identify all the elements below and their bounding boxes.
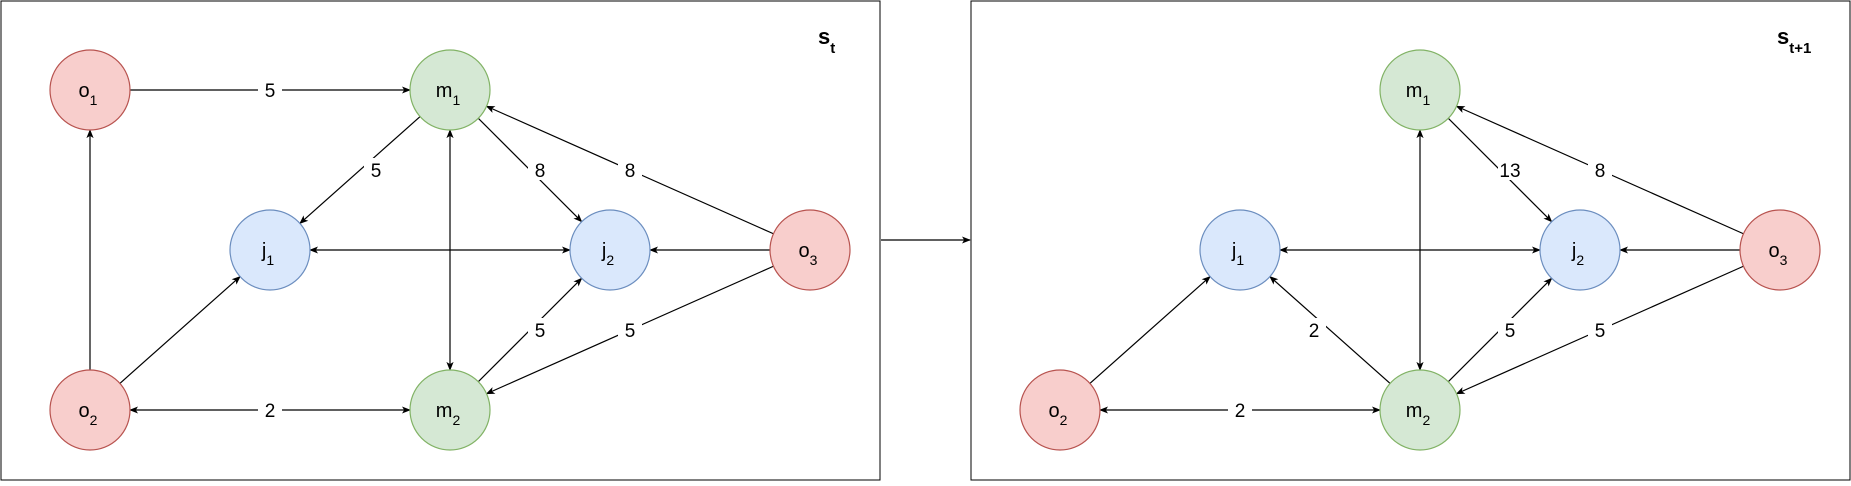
node-j1: j1 bbox=[1199, 209, 1281, 291]
edge-weight-label: 2 bbox=[1235, 401, 1246, 422]
node-circle bbox=[569, 209, 651, 291]
node-label: j2 bbox=[601, 240, 614, 268]
node-circle bbox=[49, 49, 131, 131]
edge-label-bg bbox=[364, 158, 388, 180]
panel-title: st+1 bbox=[1777, 24, 1811, 57]
edge-weight-label: 5 bbox=[535, 321, 546, 342]
node-label: j1 bbox=[1231, 240, 1244, 268]
edge-weight-label: 8 bbox=[1595, 161, 1606, 182]
panel-edges: 13 8 2 2 5 5 bbox=[1089, 105, 1744, 422]
node-o1: o1 bbox=[49, 49, 131, 131]
panel-nodes: m1 j1 j2 o3 o2 m2 bbox=[1019, 49, 1821, 451]
node-circle bbox=[769, 209, 851, 291]
panel-frame bbox=[970, 0, 1851, 481]
node-label: j2 bbox=[1571, 240, 1584, 268]
node-label: o1 bbox=[79, 80, 98, 108]
panel-state-t: 5 5 8 8 2 5 5 o1 m1 j1 j2 o3 o2 m2 st bbox=[0, 0, 881, 481]
edge-weight-label: 5 bbox=[265, 81, 276, 102]
edge-weight-label: 8 bbox=[625, 161, 636, 182]
node-o3: o3 bbox=[769, 209, 851, 291]
node-label: m2 bbox=[436, 400, 461, 428]
node-circle bbox=[1739, 209, 1821, 291]
node-m2: m2 bbox=[1379, 369, 1461, 451]
node-label: j1 bbox=[261, 240, 274, 268]
panel-title: st bbox=[818, 24, 835, 57]
edge-m1-j1 bbox=[299, 116, 421, 225]
edge-label-bg bbox=[258, 398, 282, 420]
node-circle bbox=[1379, 369, 1461, 451]
edge-weight-label: 2 bbox=[265, 401, 276, 422]
edge-label-bg bbox=[1588, 318, 1612, 340]
edge-label-bg bbox=[1498, 158, 1522, 180]
edge-label-bg bbox=[1588, 158, 1612, 180]
edge-label-bg bbox=[258, 78, 282, 100]
edge-label-bg bbox=[1302, 318, 1326, 340]
edge-weight-label: 8 bbox=[535, 161, 546, 182]
panel-frame bbox=[0, 0, 881, 481]
node-o2: o2 bbox=[1019, 369, 1101, 451]
edge-o2-j1 bbox=[1089, 275, 1211, 384]
edge-label-bg bbox=[1498, 318, 1522, 340]
edge-weight-label: 2 bbox=[1309, 321, 1320, 342]
node-m1: m1 bbox=[1379, 49, 1461, 131]
panel-nodes: o1 m1 j1 j2 o3 o2 m2 bbox=[49, 49, 851, 451]
node-circle bbox=[1539, 209, 1621, 291]
node-j2: j2 bbox=[569, 209, 651, 291]
node-m2: m2 bbox=[409, 369, 491, 451]
edge-weight-label: 5 bbox=[1505, 321, 1516, 342]
edge-weight-label: 5 bbox=[625, 321, 636, 342]
panel-edges: 5 5 8 8 2 5 5 bbox=[86, 78, 774, 422]
node-circle bbox=[1199, 209, 1281, 291]
node-circle bbox=[1019, 369, 1101, 451]
edge-label-bg bbox=[618, 318, 642, 340]
node-o3: o3 bbox=[1739, 209, 1821, 291]
node-circle bbox=[1379, 49, 1461, 131]
edge-weight-label: 13 bbox=[1499, 161, 1520, 182]
node-label: o2 bbox=[79, 400, 98, 428]
panel-state-t-plus-1: 13 8 2 2 5 5 m1 j1 j2 o3 o2 m2 st+1 bbox=[970, 0, 1851, 481]
node-j1: j1 bbox=[229, 209, 311, 291]
edge-label-bg bbox=[528, 158, 552, 180]
node-circle bbox=[409, 369, 491, 451]
edge-m2-j1 bbox=[1269, 275, 1391, 384]
node-label: m1 bbox=[436, 80, 461, 108]
node-label: m2 bbox=[1406, 400, 1431, 428]
node-circle bbox=[229, 209, 311, 291]
node-circle bbox=[409, 49, 491, 131]
node-label: o3 bbox=[799, 240, 818, 268]
node-m1: m1 bbox=[409, 49, 491, 131]
edge-weight-label: 5 bbox=[1595, 321, 1606, 342]
edge-label-bg bbox=[1228, 398, 1252, 420]
edge-label-bg bbox=[618, 158, 642, 180]
node-label: o2 bbox=[1049, 400, 1068, 428]
edge-weight-label: 5 bbox=[371, 161, 382, 182]
node-j2: j2 bbox=[1539, 209, 1621, 291]
node-circle bbox=[49, 369, 131, 451]
edge-o2-j1 bbox=[119, 275, 241, 384]
node-label: m1 bbox=[1406, 80, 1431, 108]
edge-label-bg bbox=[528, 318, 552, 340]
node-o2: o2 bbox=[49, 369, 131, 451]
node-label: o3 bbox=[1769, 240, 1788, 268]
